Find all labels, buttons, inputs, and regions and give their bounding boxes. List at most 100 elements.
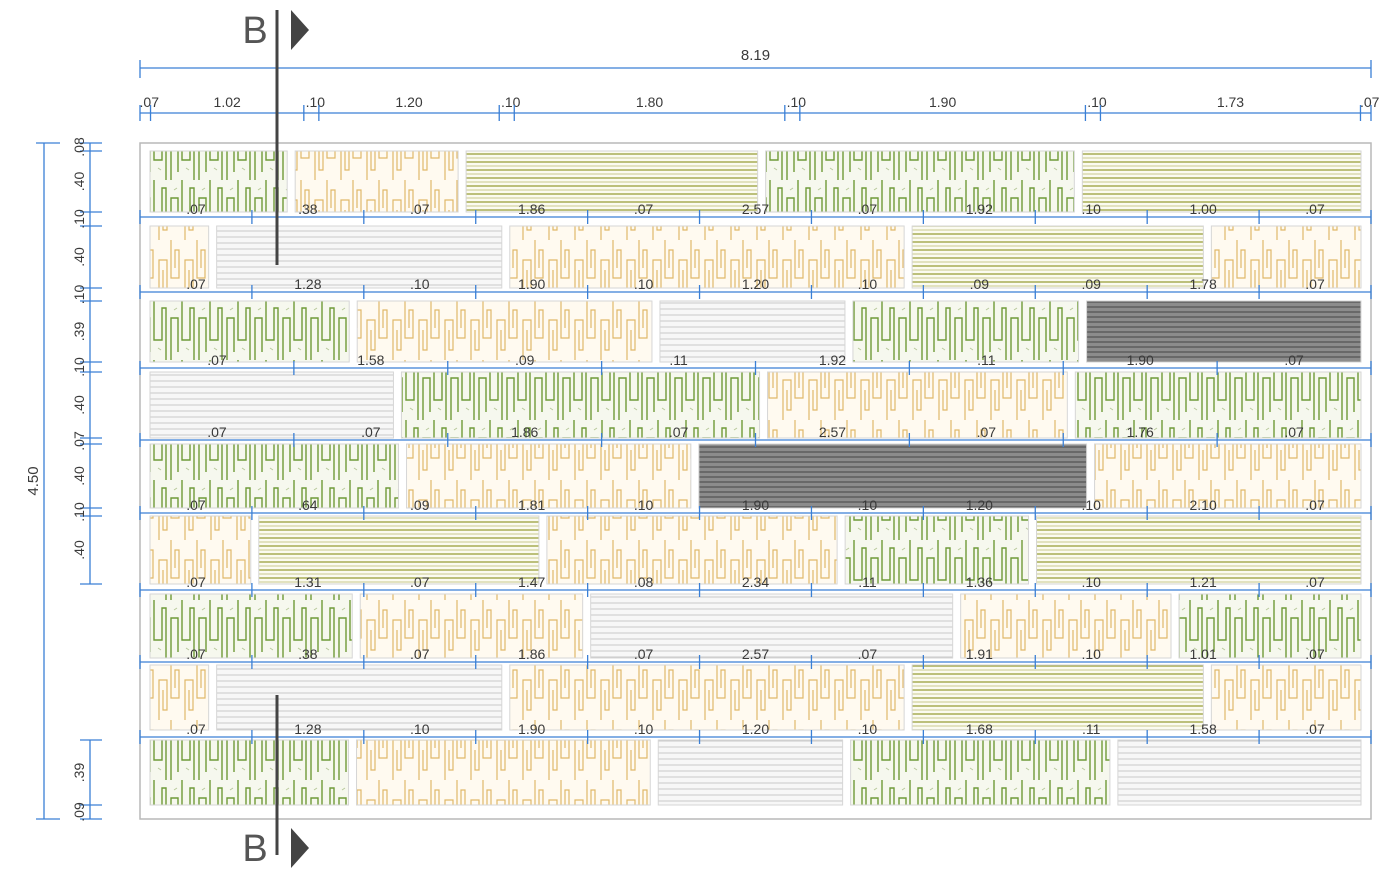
tile-row bbox=[149, 371, 1362, 439]
paving-tile bbox=[149, 664, 210, 731]
dimension-label: 1.20 bbox=[395, 94, 422, 110]
dimension-label: 1.81 bbox=[518, 497, 545, 513]
tile-row bbox=[149, 664, 1362, 731]
dimension-label: .07 bbox=[140, 94, 160, 110]
paving-tile bbox=[406, 443, 692, 509]
dimension-label: .07 bbox=[1305, 574, 1325, 590]
dimension-label: .10 bbox=[1081, 574, 1101, 590]
dimension-label: .08 bbox=[71, 137, 87, 157]
paving-tile bbox=[911, 225, 1204, 289]
dimension-label: .07 bbox=[207, 352, 227, 368]
paving-tile bbox=[356, 300, 653, 363]
tile-row bbox=[149, 443, 1362, 509]
paving-tile bbox=[960, 593, 1172, 659]
paving-tile bbox=[911, 664, 1204, 731]
paving-tile bbox=[149, 150, 288, 213]
section-marker: B bbox=[242, 828, 309, 870]
dimension-label: .10 bbox=[71, 357, 87, 377]
dimension-label: 2.34 bbox=[742, 574, 769, 590]
dimension-label: .10 bbox=[501, 94, 521, 110]
dimension-label: .07 bbox=[977, 424, 997, 440]
dimension-label: .40 bbox=[71, 172, 87, 192]
paving-tile bbox=[149, 300, 350, 363]
dimension-label: 1.20 bbox=[742, 276, 769, 292]
dimension-label: .10 bbox=[410, 276, 430, 292]
dimension-label: .07 bbox=[1305, 497, 1325, 513]
paving-tile bbox=[149, 593, 353, 659]
dimension-label: .39 bbox=[71, 763, 87, 783]
dimension-label: .07 bbox=[1284, 352, 1304, 368]
dimension-label: .09 bbox=[410, 497, 430, 513]
dimension-label: 1.73 bbox=[1217, 94, 1244, 110]
paving-tile bbox=[1086, 300, 1362, 363]
dimension-label: .09 bbox=[970, 276, 990, 292]
dimension-label: 2.57 bbox=[742, 646, 769, 662]
dimension-label: .07 bbox=[361, 424, 381, 440]
left-segment-dimensions: .08.40.10.40.10.39.10.40.07.40.10.40.39.… bbox=[71, 137, 102, 822]
tile-rows bbox=[139, 142, 1372, 820]
section-marker: B bbox=[242, 10, 309, 52]
dimension-label: 1.92 bbox=[819, 352, 846, 368]
section-arrow-icon bbox=[291, 828, 309, 868]
dimension-label: .10 bbox=[1081, 201, 1101, 217]
dimension-label: 1.47 bbox=[518, 574, 545, 590]
dimension-label: 1.20 bbox=[742, 721, 769, 737]
dimension-label: .09 bbox=[515, 352, 535, 368]
dimension-label: .07 bbox=[1305, 721, 1325, 737]
dimension-label: .07 bbox=[634, 646, 654, 662]
section-marker-label: B bbox=[242, 10, 267, 52]
dimension-label: .09 bbox=[71, 802, 87, 822]
dimension-label: .07 bbox=[410, 574, 430, 590]
dimension-label: 1.00 bbox=[1190, 201, 1217, 217]
dimension-label: .11 bbox=[669, 352, 688, 368]
dimension-label: .11 bbox=[977, 352, 996, 368]
dimension-label: .07 bbox=[858, 201, 878, 217]
dimension-label: 1.02 bbox=[214, 94, 241, 110]
overall-width-label: 8.19 bbox=[741, 47, 770, 64]
paving-tile bbox=[149, 371, 394, 439]
dimension-label: 1.86 bbox=[511, 424, 538, 440]
paving-tile bbox=[149, 515, 252, 585]
dimension-label: 2.57 bbox=[742, 201, 769, 217]
paving-tile bbox=[216, 664, 503, 731]
tile-row bbox=[149, 593, 1362, 659]
paving-tile bbox=[698, 443, 1088, 509]
paving-tile bbox=[1036, 515, 1362, 585]
paving-tile bbox=[1178, 593, 1362, 659]
dimension-label: 1.90 bbox=[742, 497, 769, 513]
dimension-label: .10 bbox=[71, 285, 87, 305]
dimension-label: .10 bbox=[634, 276, 654, 292]
dimension-label: 1.80 bbox=[636, 94, 663, 110]
dimension-label: 1.68 bbox=[966, 721, 993, 737]
dimension-label: .38 bbox=[298, 201, 318, 217]
paving-tile bbox=[149, 443, 400, 509]
paving-tile bbox=[509, 225, 905, 289]
paving-tile bbox=[1210, 225, 1362, 289]
paving-tile bbox=[1081, 150, 1362, 213]
paving-tile bbox=[659, 300, 846, 363]
dimension-label: 2.57 bbox=[819, 424, 846, 440]
dimension-label: .10 bbox=[1087, 94, 1107, 110]
tile-row bbox=[149, 300, 1362, 363]
paving-tile bbox=[765, 150, 1075, 213]
dimension-label: .10 bbox=[71, 502, 87, 522]
dimension-label: .10 bbox=[306, 94, 326, 110]
top-overall-dimension: 8.19 bbox=[139, 47, 1372, 78]
dimension-label: .11 bbox=[858, 574, 877, 590]
dimension-label: 1.58 bbox=[357, 352, 384, 368]
dimension-label: 1.21 bbox=[1190, 574, 1217, 590]
dimension-label: .40 bbox=[71, 395, 87, 415]
dimension-label: 1.78 bbox=[1190, 276, 1217, 292]
paving-tile bbox=[1074, 371, 1362, 439]
section-arrow-icon bbox=[291, 10, 309, 50]
paving-tile bbox=[356, 739, 651, 806]
